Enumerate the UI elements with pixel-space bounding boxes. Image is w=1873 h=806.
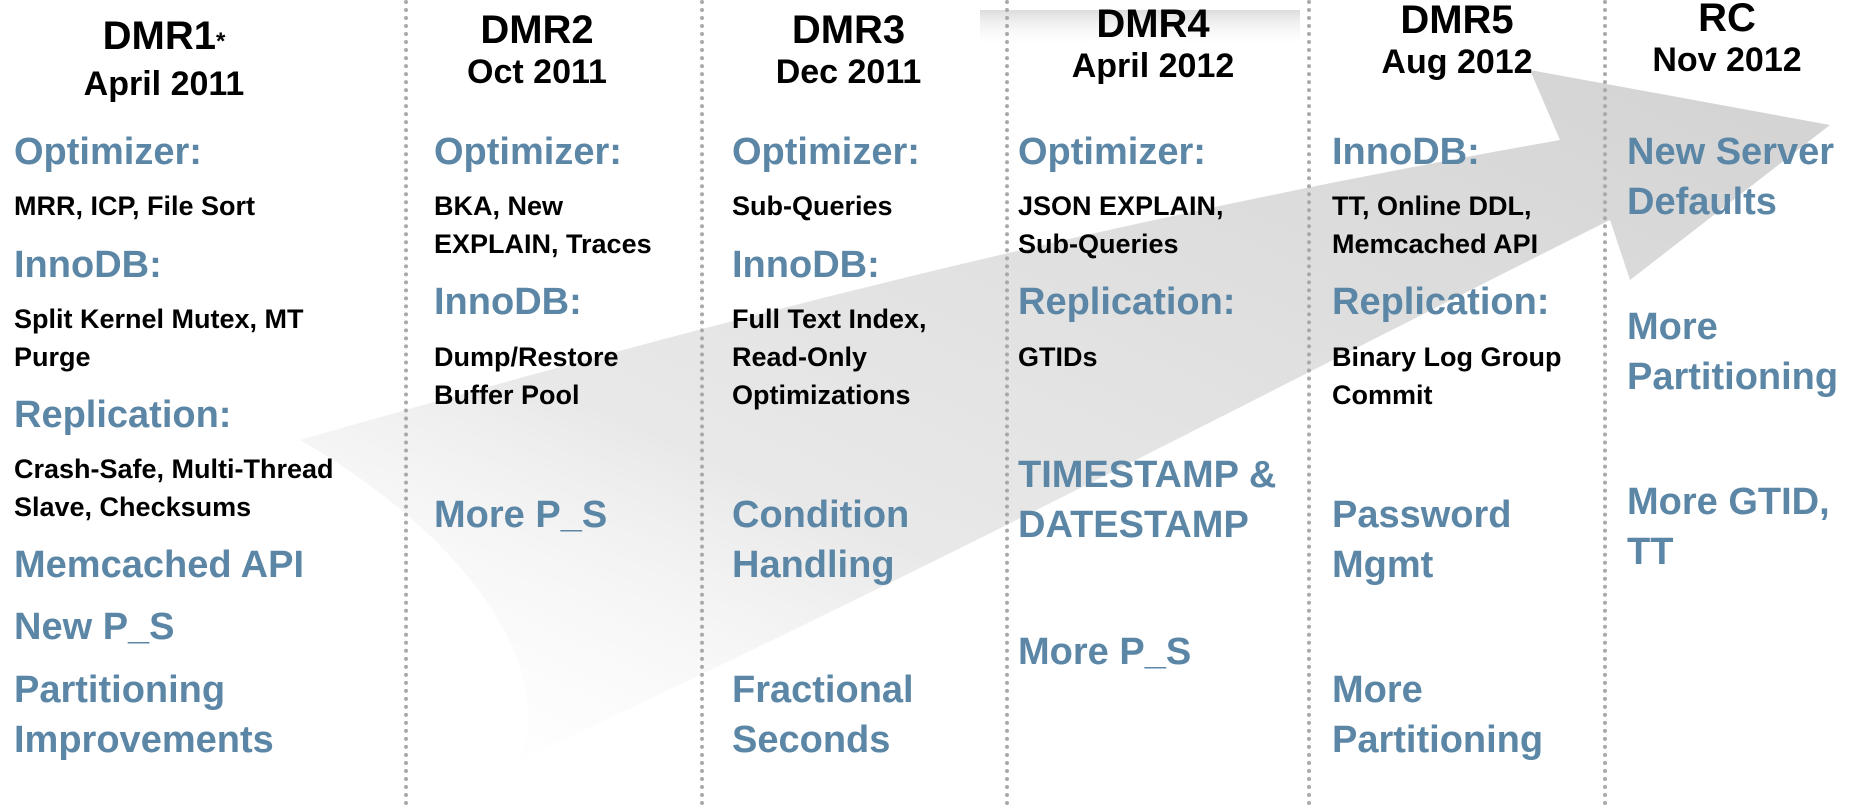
release-date: Dec 2011 <box>775 53 922 91</box>
feature-heading: More P_S <box>434 494 608 536</box>
feature-heading: InnoDB: <box>732 244 880 286</box>
feature-detail: Sub-Queries <box>1018 229 1179 259</box>
release-date: Aug 2012 <box>1381 43 1533 81</box>
feature-detail: Slave, Checksums <box>14 492 252 522</box>
release-name: DMR5 <box>1400 0 1514 42</box>
column-separator <box>1603 0 1607 806</box>
release-column-dmr3: DMR3 Dec 2011 Optimizer: Sub-Queries Inn… <box>732 0 1005 806</box>
feature-detail: TT, Online DDL, <box>1332 191 1532 221</box>
release-date: Oct 2011 <box>467 53 607 91</box>
release-name: DMR4 <box>1096 2 1210 46</box>
feature-heading: TIMESTAMP & <box>1018 454 1277 496</box>
feature-heading: Optimizer: <box>732 131 920 173</box>
feature-detail: Buffer Pool <box>434 380 580 410</box>
feature-heading: More GTID, <box>1627 481 1830 523</box>
feature-heading: Fractional <box>732 669 914 711</box>
release-header: DMR4 April 2012 <box>1018 2 1288 86</box>
release-name: DMR2 <box>480 8 594 52</box>
release-column-dmr4: DMR4 April 2012 Optimizer: JSON EXPLAIN,… <box>1018 0 1307 806</box>
feature-heading: Partitioning <box>14 669 226 711</box>
feature-heading: Handling <box>732 544 895 586</box>
release-asterisk: * <box>216 28 226 55</box>
release-name: DMR3 <box>791 8 906 52</box>
feature-heading: Replication: <box>1018 281 1236 323</box>
feature-heading: Optimizer: <box>434 131 622 173</box>
feature-detail: Sub-Queries <box>732 191 893 221</box>
release-header: DMR3 Dec 2011 <box>712 8 985 92</box>
feature-detail: JSON EXPLAIN, <box>1018 191 1224 221</box>
feature-detail: EXPLAIN, Traces <box>434 229 652 259</box>
release-column-rc: RC Nov 2012 New Server Defaults More Par… <box>1627 0 1873 806</box>
feature-detail: Optimizations <box>732 380 911 410</box>
release-header: DMR5 Aug 2012 <box>1332 0 1582 82</box>
feature-detail: Commit <box>1332 380 1433 410</box>
feature-heading: Password <box>1332 494 1512 536</box>
feature-detail: Read-Only <box>732 342 868 372</box>
feature-heading: Optimizer: <box>14 131 202 173</box>
feature-heading: Partitioning <box>1627 356 1839 398</box>
feature-detail: GTIDs <box>1018 342 1098 372</box>
release-column-dmr5: DMR5 Aug 2012 InnoDB: TT, Online DDL, Me… <box>1332 0 1603 806</box>
column-separator <box>404 0 408 806</box>
column-separator <box>1307 0 1311 806</box>
feature-heading: DATESTAMP <box>1018 504 1249 546</box>
release-date: Nov 2012 <box>1652 41 1802 79</box>
feature-detail: BKA, New <box>434 191 564 221</box>
feature-detail: Dump/Restore <box>434 342 619 372</box>
feature-heading: InnoDB: <box>1332 131 1480 173</box>
feature-heading: Mgmt <box>1332 544 1434 586</box>
feature-heading: More <box>1627 306 1718 348</box>
feature-detail: Split Kernel Mutex, MT <box>14 304 304 334</box>
feature-detail: MRR, ICP, File Sort <box>14 191 256 221</box>
release-header: DMR2 Oct 2011 <box>404 8 670 92</box>
release-name: RC <box>1698 0 1756 40</box>
feature-heading: New P_S <box>14 606 175 648</box>
feature-heading: New Server <box>1627 131 1835 173</box>
feature-heading: Improvements <box>14 719 274 761</box>
feature-heading: Condition <box>732 494 910 536</box>
release-date: April 2012 <box>1071 47 1235 85</box>
release-date: April 2011 <box>83 65 245 103</box>
feature-heading: TT <box>1627 531 1674 573</box>
feature-detail: Binary Log Group <box>1332 342 1562 372</box>
feature-heading: More <box>1332 669 1423 711</box>
feature-heading: Replication: <box>1332 281 1550 323</box>
feature-detail: Memcached API <box>1332 229 1539 259</box>
release-name: DMR1 <box>102 14 216 58</box>
column-separator <box>1005 0 1009 806</box>
feature-heading: InnoDB: <box>14 244 162 286</box>
feature-heading: Replication: <box>14 394 232 436</box>
feature-detail: Purge <box>14 342 91 372</box>
feature-heading: InnoDB: <box>434 281 582 323</box>
feature-heading: Seconds <box>732 719 891 761</box>
release-header: RC Nov 2012 <box>1627 0 1827 80</box>
feature-detail: Crash-Safe, Multi-Thread <box>14 454 334 484</box>
feature-detail: Full Text Index, <box>732 304 927 334</box>
feature-heading: Defaults <box>1627 181 1777 223</box>
feature-heading: Memcached API <box>14 544 305 586</box>
release-header: DMR1* April 2011 <box>14 14 314 104</box>
feature-heading: More P_S <box>1018 631 1192 673</box>
feature-heading: Optimizer: <box>1018 131 1206 173</box>
feature-heading: Partitioning <box>1332 719 1544 761</box>
release-column-dmr1: DMR1* April 2011 Optimizer: MRR, ICP, Fi… <box>14 0 404 806</box>
column-separator <box>700 0 704 806</box>
release-column-dmr2: DMR2 Oct 2011 Optimizer: BKA, New EXPLAI… <box>434 0 700 806</box>
